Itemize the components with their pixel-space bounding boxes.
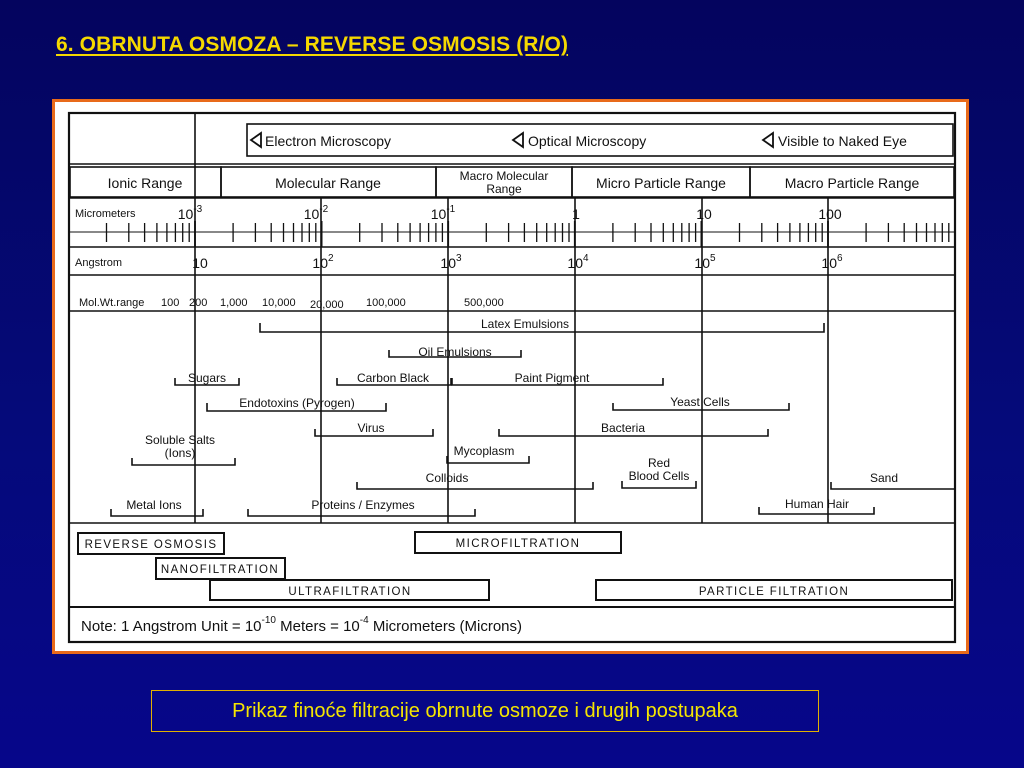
paint-pigment-bracket (451, 378, 664, 386)
micrometer-tick-1: 10-3 (178, 204, 203, 222)
filtration-spectrum-figure: Electron Microscopy Optical Microscopy V… (52, 99, 969, 654)
ultrafiltration-label: ULTRAFILTRATION (288, 586, 411, 598)
angstrom-tick-4: 104 (567, 253, 589, 271)
soluble-salts-bracket (131, 458, 236, 466)
macro-molecular-range-label-line1: Macro Molecular (460, 169, 549, 183)
molwt-value-100: 100 (161, 297, 179, 309)
endotoxins-label: Endotoxins (Pyrogen) (239, 396, 354, 410)
angstrom-scale-label: Angstrom (75, 257, 122, 269)
molwt-value-10000: 10,000 (262, 297, 296, 309)
reverse-osmosis-label: REVERSE OSMOSIS (85, 539, 218, 551)
human-hair-bracket (758, 507, 875, 515)
molwt-value-20000: 20,000 (310, 299, 344, 311)
molwt-value-1000: 1,000 (220, 297, 248, 309)
molwt-value-100000: 100,000 (366, 297, 406, 309)
particle-filtration-label: PARTICLE FILTRATION (699, 586, 849, 598)
electron-microscopy-label: Electron Microscopy (265, 133, 391, 149)
micro-particle-range-label: Micro Particle Range (596, 175, 726, 191)
visible-naked-eye-label: Visible to Naked Eye (778, 133, 907, 149)
carbon-black-label: Carbon Black (357, 371, 430, 385)
molwt-scale-label: Mol.Wt.range (79, 297, 144, 309)
angstrom-tick-2: 102 (312, 253, 334, 271)
macro-particle-range-label: Macro Particle Range (785, 175, 920, 191)
latex-emulsions-label: Latex Emulsions (481, 317, 569, 331)
micrometer-tick-4: 1 (572, 206, 580, 222)
angstrom-tick-5: 105 (694, 253, 716, 271)
endotoxins-bracket (206, 403, 387, 412)
filtration-spectrum-diagram: Electron Microscopy Optical Microscopy V… (67, 111, 957, 644)
angstrom-note: Note: 1 Angstrom Unit = 10-10 Meters = 1… (81, 615, 522, 635)
nanofiltration-label: NANOFILTRATION (161, 564, 279, 576)
substance-brackets (110, 323, 955, 517)
sugars-bracket (174, 378, 240, 386)
angstrom-tick-6: 106 (821, 253, 843, 271)
micrometer-tick-labels: 10-3 10-2 10-1 1 10 100 (178, 204, 842, 222)
bacteria-label: Bacteria (601, 421, 645, 435)
ions-label: (Ions) (165, 446, 196, 460)
oil-bracket (388, 350, 522, 358)
latex-bracket (259, 323, 825, 333)
metal-ions-label: Metal Ions (126, 498, 181, 512)
bacteria-bracket (498, 429, 769, 437)
sand-label: Sand (870, 471, 898, 485)
colloids-label: Colloids (426, 471, 469, 485)
log-scale-ticks (105, 221, 950, 247)
yeast-cells-label: Yeast Cells (670, 395, 730, 409)
molwt-value-200: 200 (189, 297, 207, 309)
microfiltration-label: MICROFILTRATION (456, 538, 581, 550)
molwt-value-500000: 500,000 (464, 297, 504, 309)
metal-ions-bracket (110, 509, 204, 517)
micrometer-tick-5: 10 (696, 206, 712, 222)
proteins-bracket (247, 509, 476, 517)
micrometer-tick-3: 10-1 (431, 204, 456, 222)
mycoplasm-bracket (446, 456, 530, 464)
blood-cells-label: Blood Cells (629, 469, 690, 483)
micrometer-tick-2: 10-2 (304, 204, 329, 222)
micrometers-scale-label: Micrometers (75, 208, 136, 220)
slide-title: 6. OBRNUTA OSMOZA – REVERSE OSMOSIS (R/O… (56, 33, 569, 56)
slide-caption: Prikaz finoće filtracije obrnute osmoze … (151, 690, 819, 732)
angstrom-tick-1: 10 (192, 255, 208, 271)
mycoplasm-label: Mycoplasm (454, 444, 515, 458)
ionic-range-label: Ionic Range (108, 175, 183, 191)
micrometer-tick-6: 100 (818, 206, 842, 222)
molecular-range-label: Molecular Range (275, 175, 381, 191)
carbon-black-bracket (336, 378, 452, 386)
oil-emulsions-label: Oil Emulsions (418, 345, 491, 359)
red-blood-bracket (621, 481, 697, 489)
angstrom-tick-3: 103 (440, 253, 462, 271)
virus-label: Virus (357, 421, 384, 435)
red-label: Red (648, 456, 670, 470)
optical-microscopy-label: Optical Microscopy (528, 133, 646, 149)
proteins-enzymes-label: Proteins / Enzymes (311, 498, 414, 512)
human-hair-label: Human Hair (785, 497, 849, 511)
soluble-salts-label: Soluble Salts (145, 433, 215, 447)
yeast-bracket (612, 403, 790, 411)
macro-molecular-range-label-line2: Range (486, 182, 522, 196)
paint-pigment-label: Paint Pigment (515, 371, 590, 385)
sand-bracket (830, 482, 955, 490)
colloids-bracket (356, 482, 594, 490)
sugars-label: Sugars (188, 371, 226, 385)
virus-bracket (314, 429, 434, 437)
